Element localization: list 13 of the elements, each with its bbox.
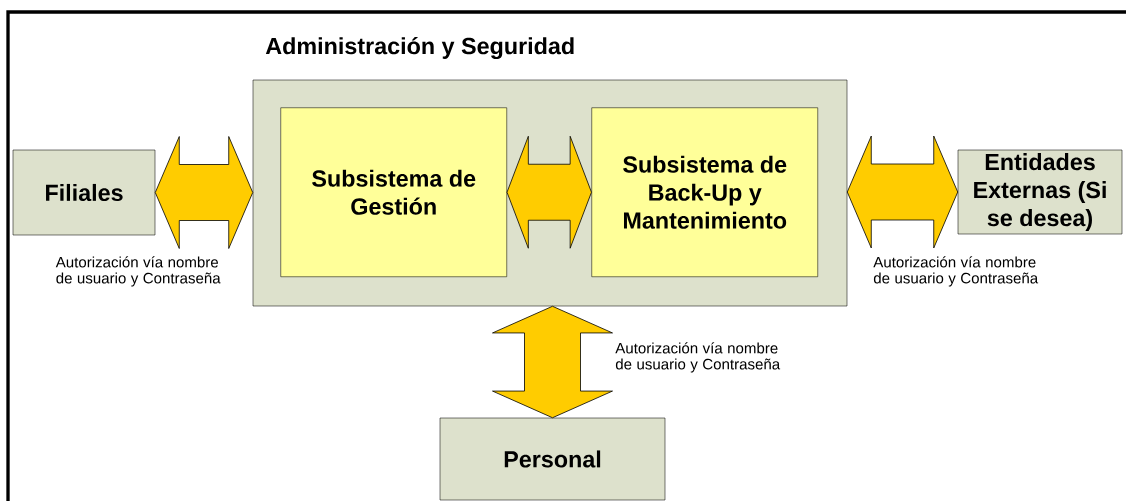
subsystem-box: Subsistema de Gestión [280,107,507,277]
double-arrow [506,135,592,249]
entity-box: Personal [439,417,666,501]
double-arrow [846,135,959,249]
edge-label: Autorización vía nombre de usuario y Contraseña [55,256,221,287]
entity-box: Filiales [12,149,156,236]
double-arrow [154,136,254,249]
subsystem-box: Subsistema de Back-Up y Mantenimiento [591,107,818,277]
entity-box: Entidades Externas (Si se desea) [957,149,1123,235]
double-arrow [492,305,613,419]
edge-label: Autorización vía nombre de usuario y Contraseña [873,256,1039,287]
group-title: Administración y Seguridad [265,37,574,59]
edge-label: Autorización vía nombre de usuario y Contraseña [615,342,781,373]
